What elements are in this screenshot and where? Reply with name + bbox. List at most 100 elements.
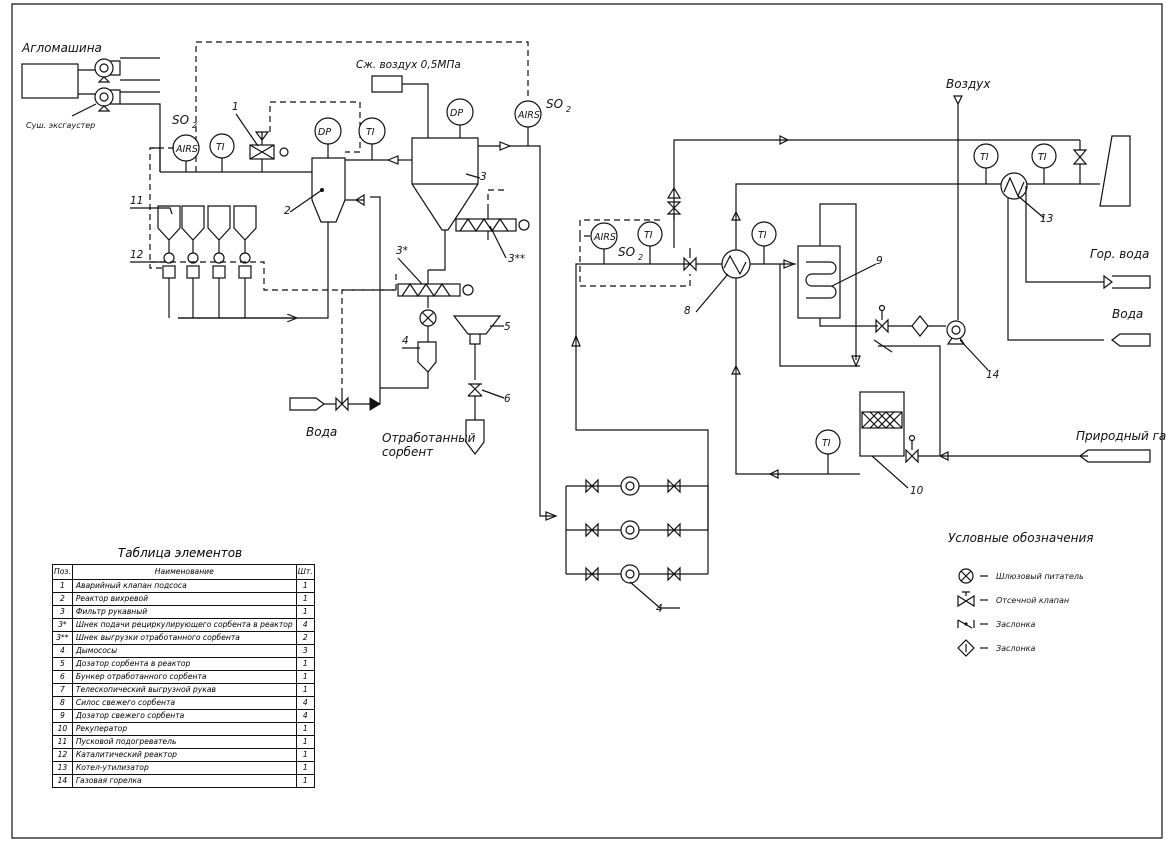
catalytic-reactor-12 [859, 391, 905, 457]
row-qty: 1 [295, 774, 315, 788]
row-qty: 1 [295, 722, 315, 736]
exhauster-bottom [94, 87, 121, 112]
svg-text:AIRS: AIRS [175, 144, 198, 155]
row-name: Силос свежего сорбента [71, 696, 297, 710]
aglomashina-label: Агломашина [21, 41, 102, 55]
svg-text:SO: SO [546, 97, 563, 111]
svg-text:SO: SO [172, 113, 189, 127]
row-qty: 4 [295, 696, 315, 710]
recuperator-10 [721, 249, 751, 279]
row-pos: 5 [52, 657, 73, 671]
row-pos: 8 [52, 696, 73, 710]
header-qty: Шт. [295, 564, 315, 580]
row-name: Рекуператор [71, 722, 297, 736]
pos-4: 4 [656, 603, 663, 615]
emergency-suction-valve-1 [249, 131, 289, 172]
exhauster-top [94, 58, 121, 83]
gas-burner-14 [946, 320, 966, 345]
svg-text:2: 2 [638, 253, 643, 262]
row-qty: 2 [295, 631, 315, 645]
row-pos: 3* [52, 618, 73, 632]
pos-6: 5 [504, 321, 511, 333]
legend-damper-diamond: Заслонка [957, 639, 1036, 657]
elements-table: Таблица элементов Поз. Наименование Шт. … [52, 546, 315, 788]
row-pos: 3 [52, 605, 73, 619]
air-label: Воздух [946, 77, 991, 91]
aglomashina-block [21, 63, 79, 99]
airs-mid-instrument: AIRS SO 2 [590, 222, 643, 264]
row-pos: 14 [52, 774, 73, 788]
svg-text:DP: DP [450, 108, 463, 119]
row-pos: 6 [52, 670, 73, 684]
pos-11: 9 [876, 255, 883, 267]
row-qty: 1 [295, 748, 315, 762]
row-qty: 1 [295, 592, 315, 606]
boiler-valve [1072, 149, 1088, 165]
row-name: Дымососы [71, 644, 297, 658]
svg-text:TI: TI [758, 230, 767, 241]
pos-5: 4 [402, 335, 409, 347]
svg-text:DP: DP [318, 127, 331, 138]
natural-gas-label: Природный газ [1076, 429, 1166, 443]
legend-sluice-feeder: Шлюзовый питатель [958, 568, 1084, 584]
row-name: Реактор вихревой [71, 592, 297, 606]
ti-reactor-instrument: TI [358, 117, 386, 160]
svg-text:TI: TI [822, 438, 831, 449]
ti-mid-instrument: TI [637, 221, 663, 264]
ti-catalytic-instrument: TI [815, 429, 841, 474]
pos-7: 6 [504, 393, 511, 405]
signal-line-top [195, 41, 529, 172]
ti-boiler-right-instrument: TI [1031, 143, 1057, 184]
legend-damper: Заслонка [957, 619, 1036, 629]
row-qty: 1 [295, 670, 315, 684]
row-name: Пусковой подогреватель [71, 735, 297, 749]
row-pos: 7 [52, 683, 73, 697]
row-name: Газовая горелка [71, 774, 297, 788]
svg-text:SO: SO [618, 245, 635, 259]
row-name: Шнек выгрузки отработанного сорбента [71, 631, 297, 645]
sush-exhauster-label: Суш. эксгаустер [26, 121, 95, 130]
pos-13: 13 [1040, 213, 1053, 225]
row-name: Котел-утилизатор [71, 761, 297, 775]
svg-text:2: 2 [192, 121, 197, 130]
table-title: Таблица элементов [117, 546, 243, 560]
airs-left-instrument: AIRS SO 2 [172, 113, 200, 172]
mid-shutoff-valve [683, 248, 697, 272]
water-right-label: Вода [1112, 307, 1143, 321]
row-qty: 4 [295, 709, 315, 723]
legend-shutoff-valve: Отсечной клапан [957, 591, 1069, 608]
row-pos: 9 [52, 709, 73, 723]
smoke-exhausters-4 [565, 476, 709, 584]
airs-filter-instrument: AIRS SO 2 [514, 97, 571, 146]
header-name: Наименование [71, 564, 297, 580]
row-name: Дозатор свежего сорбента [71, 709, 297, 723]
svg-text:TI: TI [644, 230, 653, 241]
stack [1099, 135, 1131, 207]
ti-boiler-left-instrument: TI [973, 143, 999, 184]
row-name: Дозатор сорбента в реактор [71, 657, 297, 671]
row-pos: 11 [52, 735, 73, 749]
spent-sorbent-bunker-6 [452, 315, 502, 380]
pos-3s: 3* [396, 245, 408, 257]
row-qty: 1 [295, 683, 315, 697]
row-qty: 1 [295, 657, 315, 671]
gas-valve [905, 434, 919, 464]
row-name: Фильтр рукавный [71, 605, 297, 619]
waste-heat-boiler-13 [1000, 172, 1028, 200]
header-pos: Поз. [52, 564, 73, 580]
row-name: Бункер отработанного сорбента [71, 670, 297, 684]
dp-reactor-instrument: DP [314, 117, 342, 158]
water-valve-left [335, 394, 349, 412]
svg-text:TI: TI [216, 142, 225, 153]
pos-3: 3 [480, 171, 487, 183]
ti-recuperator-instrument: TI [751, 221, 777, 264]
